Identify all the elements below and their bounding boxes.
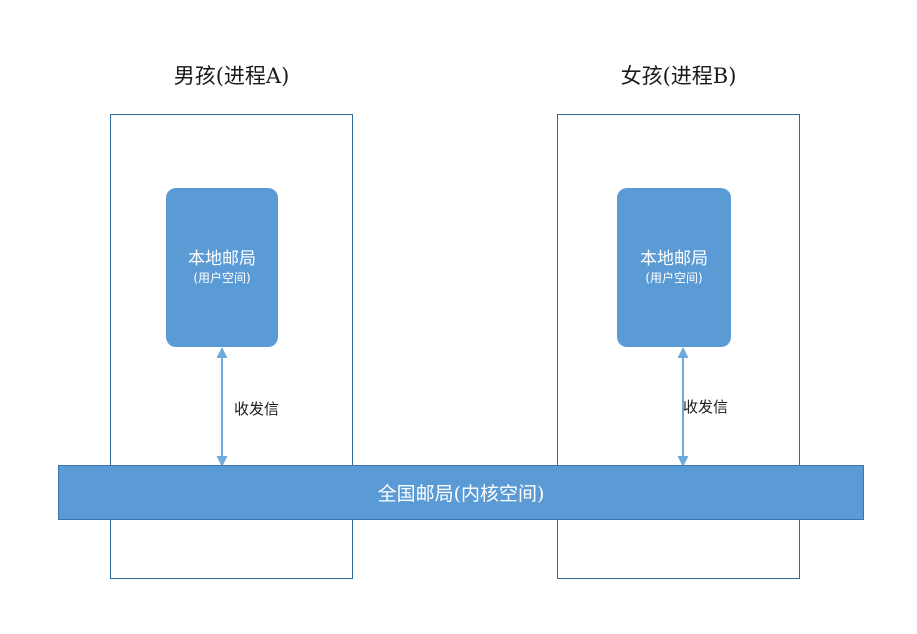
process-a-connector-arrow-icon <box>210 346 234 468</box>
process-a-title: 男孩(进程A) <box>173 64 290 88</box>
process-a-local-office-box: 本地邮局 (用户空间) <box>166 188 278 347</box>
process-b-connector-arrow-icon <box>671 346 695 468</box>
process-b-title: 女孩(进程B) <box>620 64 737 88</box>
process-a-local-office-subtitle: (用户空间) <box>193 270 251 285</box>
process-b-connector-label: 收发信 <box>683 398 729 416</box>
process-a-local-office-name: 本地邮局 <box>188 249 256 270</box>
kernel-space-label: 全国邮局(内核空间) <box>377 483 545 505</box>
process-a-connector-label: 收发信 <box>234 400 280 418</box>
kernel-space-bar: 全国邮局(内核空间) <box>58 465 864 520</box>
process-b-local-office-box: 本地邮局 (用户空间) <box>617 188 731 347</box>
process-b-local-office-name: 本地邮局 <box>640 249 708 270</box>
process-b-local-office-subtitle: (用户空间) <box>645 270 703 285</box>
